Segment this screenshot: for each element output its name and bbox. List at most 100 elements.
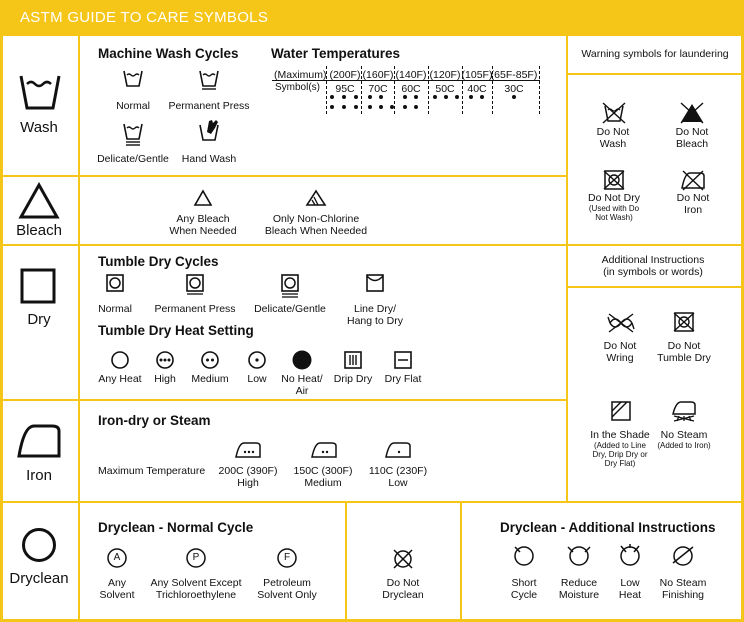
no-heat-line1: No Heat/ (281, 373, 323, 385)
no-steam-finishing-line2: Finishing (661, 589, 705, 601)
divider (361, 66, 363, 114)
short-cycle-line1: Short (511, 577, 537, 589)
non-chlorine-bleach-icon (305, 189, 327, 206)
low-heat-dryclean-icon (620, 544, 640, 566)
line-dry-label: Line Dry/ Hang to Dry (347, 303, 403, 327)
line-dry-line2: Hang to Dry (346, 315, 404, 327)
in-the-shade-line1: In the Shade (590, 429, 650, 441)
wash-normal-label: Normal (116, 100, 150, 112)
any-heat-label: Any Heat (98, 373, 142, 385)
divider (539, 66, 541, 114)
do-not-wash-label: Do Not Wash (597, 126, 630, 150)
no-steam-label: No Steam (Added to Iron) (657, 429, 710, 450)
temp-f: (140F) (395, 69, 427, 81)
wash-delicate-label: Delicate/Gentle (97, 153, 169, 165)
dryclean-additional-heading: Dryclean - Additional Instructions (500, 520, 716, 535)
reduce-moisture-line1: Reduce (560, 577, 598, 589)
hand-wash-label: Hand Wash (181, 153, 237, 165)
divider (326, 66, 328, 114)
any-except-line1: Any Solvent Except (150, 577, 242, 589)
iron-low-icon (385, 442, 411, 458)
do-not-tumble-dry-icon (673, 312, 695, 332)
do-not-wring-line2: Wring (606, 352, 634, 364)
any-solvent-label: Any Solvent (99, 577, 134, 601)
do-not-dryclean-icon (393, 549, 413, 569)
iron-medium-label: 150C (300F) Medium (294, 465, 353, 489)
any-except-line2: Trichloroethylene (155, 589, 237, 601)
reduce-moisture-icon (567, 546, 591, 566)
iron-high-label: 200C (390F) High (219, 465, 278, 489)
do-not-wring-label: Do Not Wring (604, 340, 637, 364)
divider (428, 66, 430, 114)
tumble-cycles-heading: Tumble Dry Cycles (98, 254, 219, 269)
petroleum-line2: Solvent Only (257, 589, 317, 601)
row-label-iron: Iron (26, 467, 52, 484)
reduce-moisture-label: Reduce Moisture (559, 577, 599, 601)
temp-f: (200F) (329, 69, 361, 81)
any-heat-icon (111, 351, 129, 369)
tumble-normal-label: Normal (98, 303, 132, 315)
wash-normal-icon (123, 70, 143, 87)
in-the-shade-line3: Dry, Drip Dry or (592, 450, 648, 459)
temp-c: 50C (435, 83, 455, 95)
do-not-dryclean-line1: Do Not (386, 577, 420, 589)
temps-table (272, 66, 540, 114)
petroleum-label: Petroleum Solvent Only (257, 577, 317, 601)
title-bar: ASTM GUIDE TO CARE SYMBOLS (0, 0, 744, 36)
temps-row1-label: (Maximum) (274, 69, 327, 81)
non-chlorine-line1: Only Non-Chlorine (272, 213, 360, 225)
any-bleach-icon (193, 189, 213, 206)
divider (0, 501, 744, 503)
drip-dry-label: Drip Dry (333, 373, 373, 385)
line-dry-line1: Line Dry/ (353, 303, 396, 315)
do-not-wring-icon (607, 313, 635, 333)
do-not-wash-icon (602, 102, 626, 124)
do-not-bleach-icon (680, 102, 704, 124)
divider (492, 66, 494, 114)
tumble-permanent-press-icon (186, 274, 204, 295)
do-not-wash-line1: Do Not (596, 126, 630, 138)
no-steam-finishing-icon (672, 546, 694, 566)
do-not-dry-line3: Not Wash) (595, 213, 633, 222)
wash-permanent-press-label: Permanent Press (168, 100, 250, 112)
heat-setting-heading: Tumble Dry Heat Setting (98, 323, 254, 338)
divider (0, 399, 566, 401)
wash-permanent-press-icon (199, 70, 219, 90)
do-not-bleach-line1: Do Not (675, 126, 709, 138)
do-not-bleach-line2: Bleach (675, 138, 709, 150)
low-heat-icon (248, 351, 266, 369)
medium-heat-label: Medium (191, 373, 229, 385)
temp-c: 70C (368, 83, 388, 95)
warning-heading: Warning symbols for laundering (581, 48, 729, 60)
do-not-dry-line1: Do Not Dry (588, 192, 640, 204)
medium-heat-icon (201, 351, 219, 369)
short-cycle-label: Short Cycle (511, 577, 537, 601)
no-steam-icon (672, 401, 696, 422)
iron-low-temp: 110C (230F) (368, 465, 428, 477)
in-the-shade-line2: (Added to Line (593, 441, 647, 450)
water-temps-heading: Water Temperatures (271, 46, 401, 61)
divider (0, 175, 566, 177)
iron-high-icon (235, 442, 261, 458)
divider (460, 501, 462, 620)
short-cycle-line2: Cycle (510, 589, 538, 601)
row-label-wash: Wash (20, 119, 58, 136)
divider (0, 36, 3, 622)
do-not-wring-line1: Do Not (603, 340, 637, 352)
do-not-iron-line2: Iron (683, 204, 703, 216)
non-chlorine-label: Only Non-Chlorine Bleach When Needed (265, 213, 367, 237)
solvent-a-letter: A (113, 552, 121, 563)
petroleum-line1: Petroleum (263, 577, 311, 589)
low-heat-label: Low (247, 373, 267, 385)
low-heat-dryclean-line1: Low (620, 577, 640, 589)
divider (78, 36, 80, 620)
reduce-moisture-line2: Moisture (558, 589, 600, 601)
tumble-delicate-icon (281, 274, 299, 298)
short-cycle-icon (514, 546, 534, 566)
in-the-shade-line4: Dry Flat) (604, 459, 636, 468)
dry-flat-label: Dry Flat (384, 373, 422, 385)
non-chlorine-line2: Bleach When Needed (264, 225, 368, 237)
do-not-bleach-label: Do Not Bleach (676, 126, 709, 150)
no-heat-icon (292, 350, 312, 370)
additional-heading-line2: (in symbols or words) (603, 266, 703, 278)
